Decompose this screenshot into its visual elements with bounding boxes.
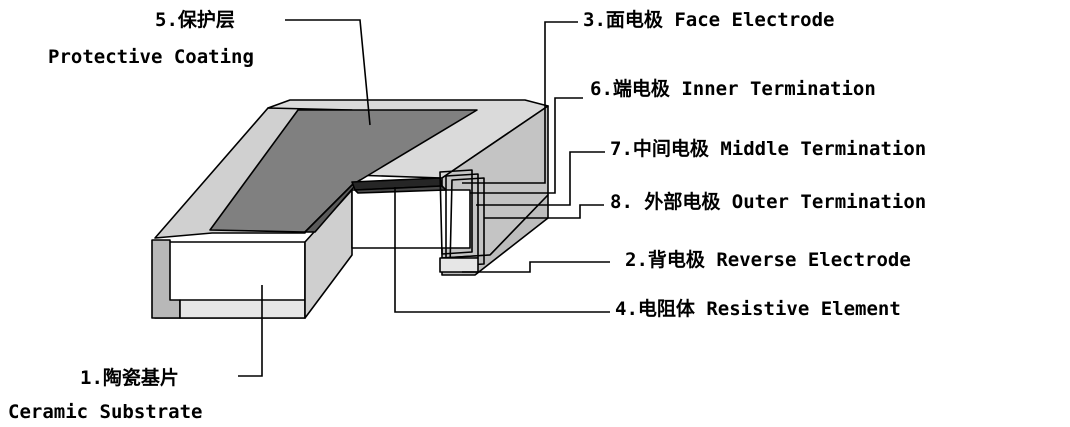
label-ceramic-substrate-zh: 陶瓷基片: [103, 366, 179, 389]
leader-middle-termination: [476, 151, 605, 206]
leader-reverse-electrode: [462, 261, 610, 273]
leader-protective-coating: [285, 19, 371, 126]
protective-coating-top: [209, 109, 478, 233]
reverse-electrode-layer: [439, 257, 479, 273]
label-ceramic-substrate-number: 1.: [80, 367, 103, 389]
label-inner-termination: 6.端电极 Inner Termination: [590, 77, 876, 100]
leader-face-electrode: [462, 21, 578, 184]
label-protective-coating-zh: 保护层: [177, 8, 235, 31]
label-ceramic-substrate-en: Ceramic Substrate: [8, 401, 202, 423]
leader-outer-termination: [484, 204, 604, 219]
label-ceramic-substrate-cn: 1.陶瓷基片: [80, 366, 179, 389]
outer-termination-layer: [449, 177, 485, 267]
leader-ceramic-substrate: [238, 285, 263, 377]
left-cap-bottom: [179, 299, 306, 319]
label-protective-coating-cn: 5.保护层: [155, 8, 235, 31]
label-resistive-element: 4.电阻体 Resistive Element: [615, 297, 901, 320]
inner-termination-layer: [439, 169, 473, 255]
label-face-electrode: 3.面电极 Face Electrode: [583, 8, 834, 31]
leader-lines: [238, 19, 610, 377]
leader-resistive-element: [394, 187, 610, 313]
label-outer-termination: 8. 外部电极 Outer Termination: [610, 190, 926, 213]
leader-inner-termination: [470, 97, 583, 194]
label-middle-termination: 7.中间电极 Middle Termination: [610, 137, 926, 160]
label-reverse-electrode: 2.背电极 Reverse Electrode: [625, 248, 911, 271]
label-protective-coating-en: Protective Coating: [48, 46, 254, 68]
protective-coating-edge: [304, 179, 361, 233]
chip-resistor-drawing: [151, 99, 549, 319]
label-protective-coating-number: 5.: [155, 9, 178, 31]
